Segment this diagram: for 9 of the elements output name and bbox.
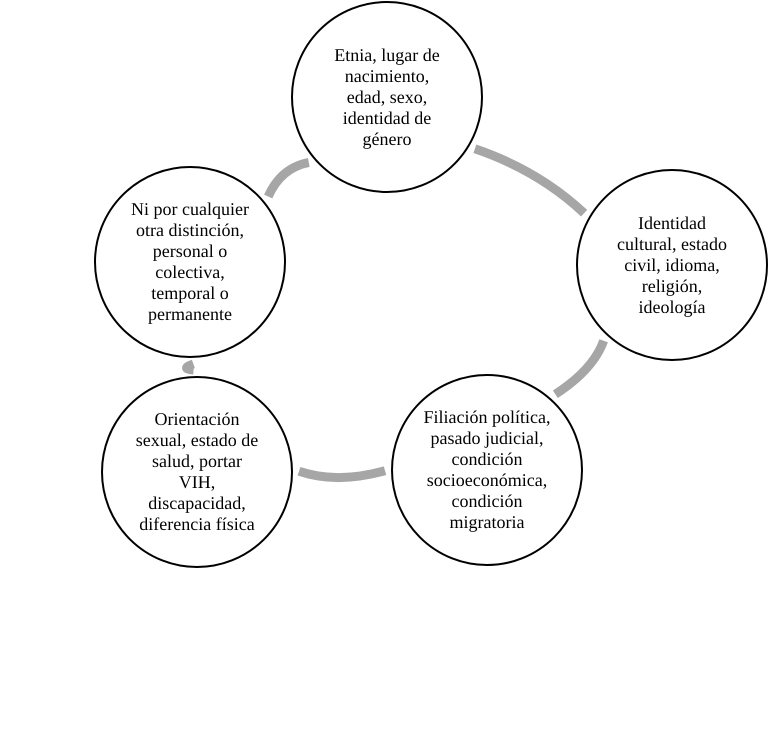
node-text: Identidad cultural, estado civil, idioma, religión, ideología xyxy=(616,212,728,318)
connector-arc xyxy=(473,144,588,217)
connector-arc xyxy=(552,339,608,398)
connector-arc xyxy=(298,466,386,482)
node-text: Orientación sexual, estado de salud, portar VIH, discapacidad, diferencia física xyxy=(134,409,260,535)
node-text: Ni por cualquier otra distinción, personal o colectiva, temporal o permanente xyxy=(130,199,250,325)
connector-arc xyxy=(182,360,195,375)
node-text: Filiación política, pasado judicial, condición socioeconómica, condición migratoria xyxy=(422,407,552,533)
node-text: Etnia, lugar de nacimiento, edad, sexo, identidad de género xyxy=(333,44,441,150)
